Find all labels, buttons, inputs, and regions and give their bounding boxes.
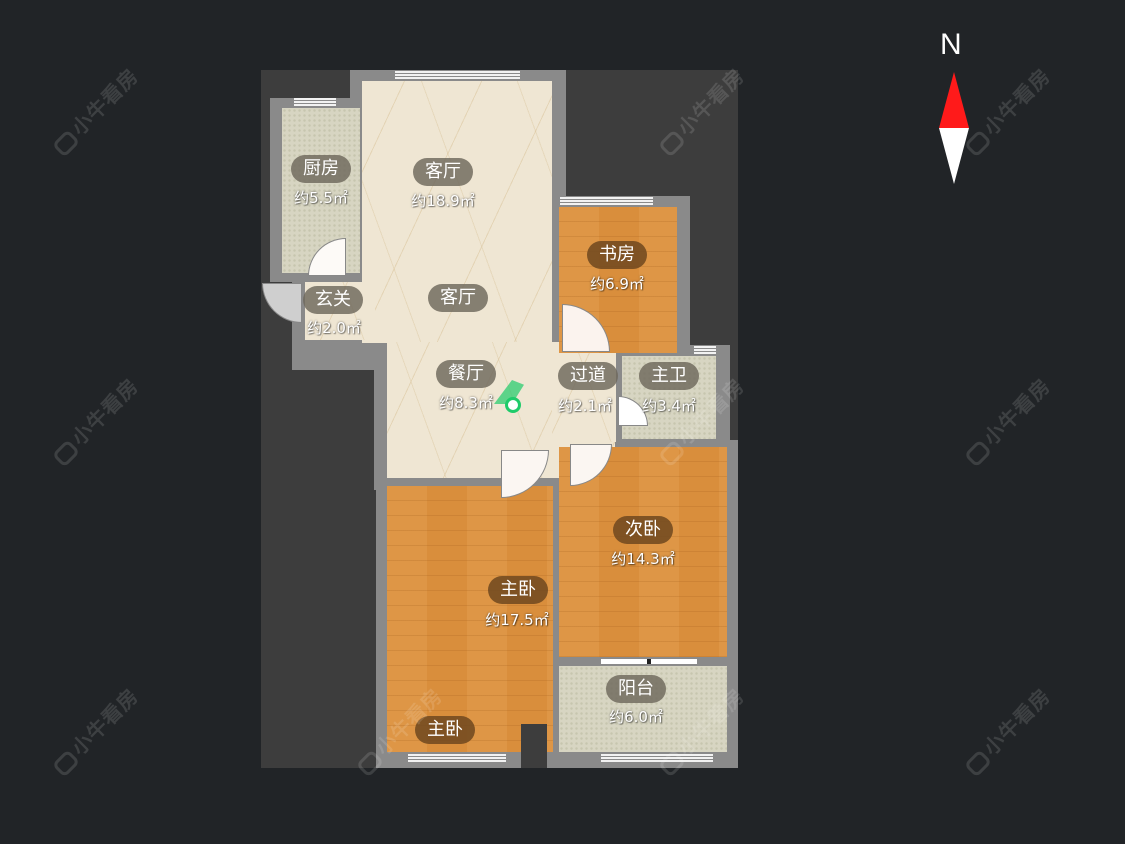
- room-area-hallway: 约2.1㎡: [558, 397, 612, 415]
- location-marker[interactable]: [505, 397, 521, 413]
- room-label-kitchen: 厨房: [291, 155, 351, 183]
- room-area-kitchen: 约5.5㎡: [294, 189, 348, 207]
- room-label-bathroom: 主卫: [639, 362, 699, 390]
- window-study: [560, 197, 653, 206]
- room-label-dining: 餐厅: [436, 360, 496, 388]
- watermark: 小牛看房: [957, 371, 1055, 469]
- room-label-living: 客厅: [413, 158, 473, 186]
- watermark-logo-icon: [51, 128, 80, 158]
- wall-notch-bottom: [521, 724, 547, 768]
- floor-hallway: [552, 342, 616, 442]
- floor-master-bedroom: [387, 486, 553, 752]
- room-area-dining: 约8.3㎡: [439, 394, 493, 412]
- window-master-bedroom: [408, 754, 506, 763]
- watermark: 小牛看房: [45, 61, 143, 159]
- room-label-hallway: 过道: [558, 362, 618, 390]
- room-label-balcony: 阳台: [606, 675, 666, 703]
- window-kitchen: [294, 98, 336, 107]
- room-area-second-bedroom: 约14.3㎡: [611, 550, 675, 568]
- room-label-entrance: 玄关: [303, 286, 363, 314]
- room-label-study: 书房: [587, 241, 647, 269]
- compass-north-label: N: [940, 28, 962, 61]
- watermark: 小牛看房: [45, 371, 143, 469]
- floor-kitchen: [282, 108, 360, 273]
- watermark-logo-icon: [657, 748, 686, 778]
- room-label-master-bedroom-2: 主卧: [415, 716, 475, 744]
- room-label-master-bedroom: 主卧: [488, 576, 548, 604]
- compass-icon: [939, 72, 969, 184]
- room-area-living: 约18.9㎡: [411, 192, 475, 210]
- watermark-logo-icon: [51, 748, 80, 778]
- room-area-master-bedroom: 约17.5㎡: [485, 611, 549, 629]
- watermark-logo-icon: [51, 438, 80, 468]
- wall-notch-left: [292, 370, 374, 768]
- room-label-second-bedroom: 次卧: [613, 516, 673, 544]
- watermark: 小牛看房: [957, 61, 1055, 159]
- room-area-balcony: 约6.0㎡: [609, 708, 663, 726]
- watermark-logo-icon: [963, 748, 992, 778]
- watermark-logo-icon: [963, 438, 992, 468]
- watermark: 小牛看房: [45, 681, 143, 779]
- room-area-study: 约6.9㎡: [590, 275, 644, 293]
- room-area-bathroom: 约3.4㎡: [642, 397, 696, 415]
- watermark-logo-icon: [355, 748, 384, 778]
- room-area-entrance: 约2.0㎡: [307, 319, 361, 337]
- room-label-living-2: 客厅: [428, 284, 488, 312]
- window-bathroom: [694, 346, 716, 355]
- window-living: [395, 71, 520, 80]
- window-balcony: [601, 754, 713, 763]
- watermark: 小牛看房: [957, 681, 1055, 779]
- sliding-door-balcony: [601, 659, 697, 664]
